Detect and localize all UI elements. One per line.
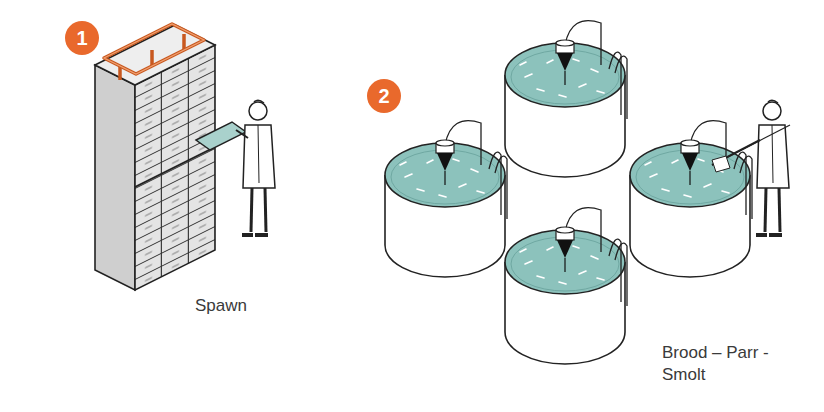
callout-number: 2 [367,79,401,113]
stage-label: Spawn [195,295,247,317]
stage-label: Brood – Parr - Smolt [662,342,787,386]
callout-number: 1 [65,21,99,55]
